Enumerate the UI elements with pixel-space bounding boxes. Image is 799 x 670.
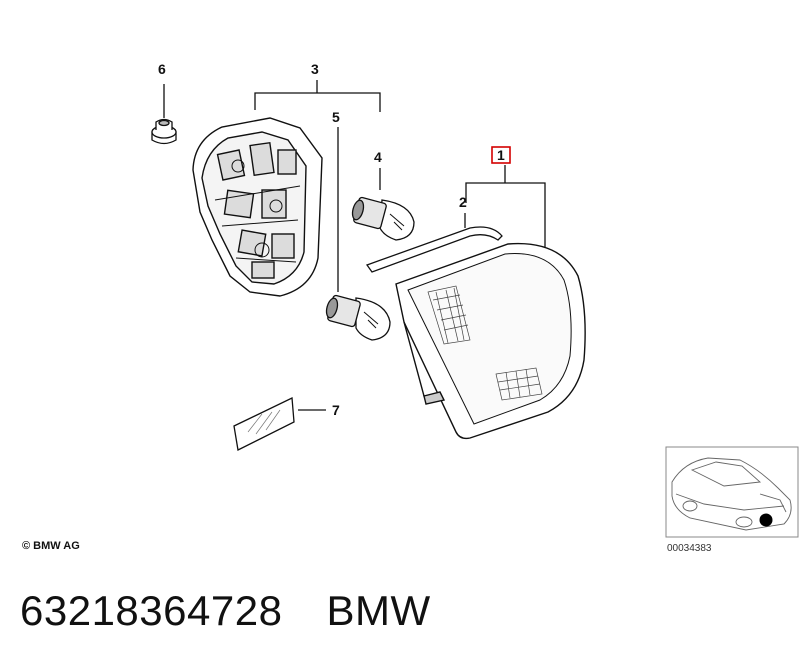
lower-bulb-part xyxy=(325,294,391,341)
callout-4: 4 xyxy=(374,149,382,165)
callout-1: 1 xyxy=(497,147,505,163)
gasket-part xyxy=(365,226,503,273)
part-number: 63218364728 xyxy=(20,587,283,634)
callout-1-highlight-box xyxy=(491,146,511,164)
callout-3: 3 xyxy=(311,61,319,77)
part-caption: 63218364728 BMW xyxy=(20,586,431,636)
car-outline-icon xyxy=(671,457,792,531)
leader-lines xyxy=(163,80,546,411)
upper-bulb-part xyxy=(351,196,415,241)
callout-7: 7 xyxy=(332,402,340,418)
callout-6: 6 xyxy=(158,61,166,77)
grommet-part xyxy=(151,118,177,145)
bulb-carrier-part xyxy=(192,117,323,297)
car-location-inset xyxy=(665,446,799,538)
callout-5: 5 xyxy=(332,109,340,125)
callout-2: 2 xyxy=(459,194,467,210)
diagram-reference-number: 00034383 xyxy=(667,543,712,554)
location-marker-icon xyxy=(759,513,773,527)
rear-light-part xyxy=(395,242,586,440)
copyright-text: © BMW AG xyxy=(22,540,80,552)
brand-name: BMW xyxy=(326,587,431,634)
label-part xyxy=(233,397,295,451)
